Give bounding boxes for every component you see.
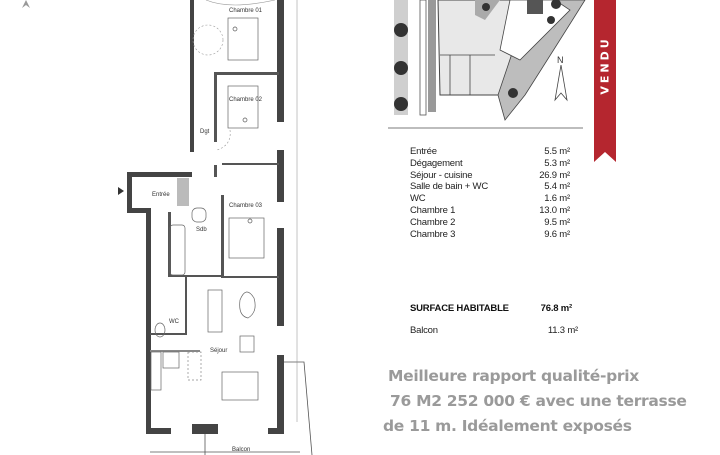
balcon-area: Balcon 11.3 m² [410, 325, 578, 336]
promo-line-3: de 11 m. Idéalement exposés [383, 417, 632, 435]
svg-text:Entrée: Entrée [152, 192, 170, 198]
svg-text:Chambre 01: Chambre 01 [229, 8, 263, 14]
divider [388, 127, 583, 129]
floor-plan-drawing: Chambre 01 Chambre 02 Dgt Entrée Chambre… [22, 0, 313, 455]
promo-text: Meilleure rapport qualité-prix 76 M2 252… [380, 364, 720, 439]
promo-line-2: 76 M2 252 000 € avec une terrasse [390, 392, 687, 410]
floor-plan: Chambre 01 Chambre 02 Dgt Entrée Chambre… [22, 0, 313, 455]
svg-text:Sdb: Sdb [196, 227, 207, 233]
sold-ribbon [594, 0, 616, 162]
svg-text:WC: WC [169, 319, 180, 325]
ribbon-shape-icon [594, 0, 616, 162]
sold-ribbon-label: VENDU [598, 35, 612, 95]
svg-text:Chambre 03: Chambre 03 [229, 203, 263, 209]
promo-line-1: Meilleure rapport qualité-prix [388, 367, 639, 385]
svg-text:Séjour: Séjour [210, 348, 227, 354]
site-plan [380, 0, 595, 125]
surface-habitable: SURFACE HABITABLE 76.8 m² [410, 303, 572, 314]
north-arrow-icon: N [551, 55, 571, 105]
site-plan-drawing [394, 0, 586, 121]
svg-text:Dgt: Dgt [200, 129, 210, 135]
svg-text:Chambre 02: Chambre 02 [229, 97, 263, 103]
svg-text:Balcon: Balcon [232, 447, 250, 453]
